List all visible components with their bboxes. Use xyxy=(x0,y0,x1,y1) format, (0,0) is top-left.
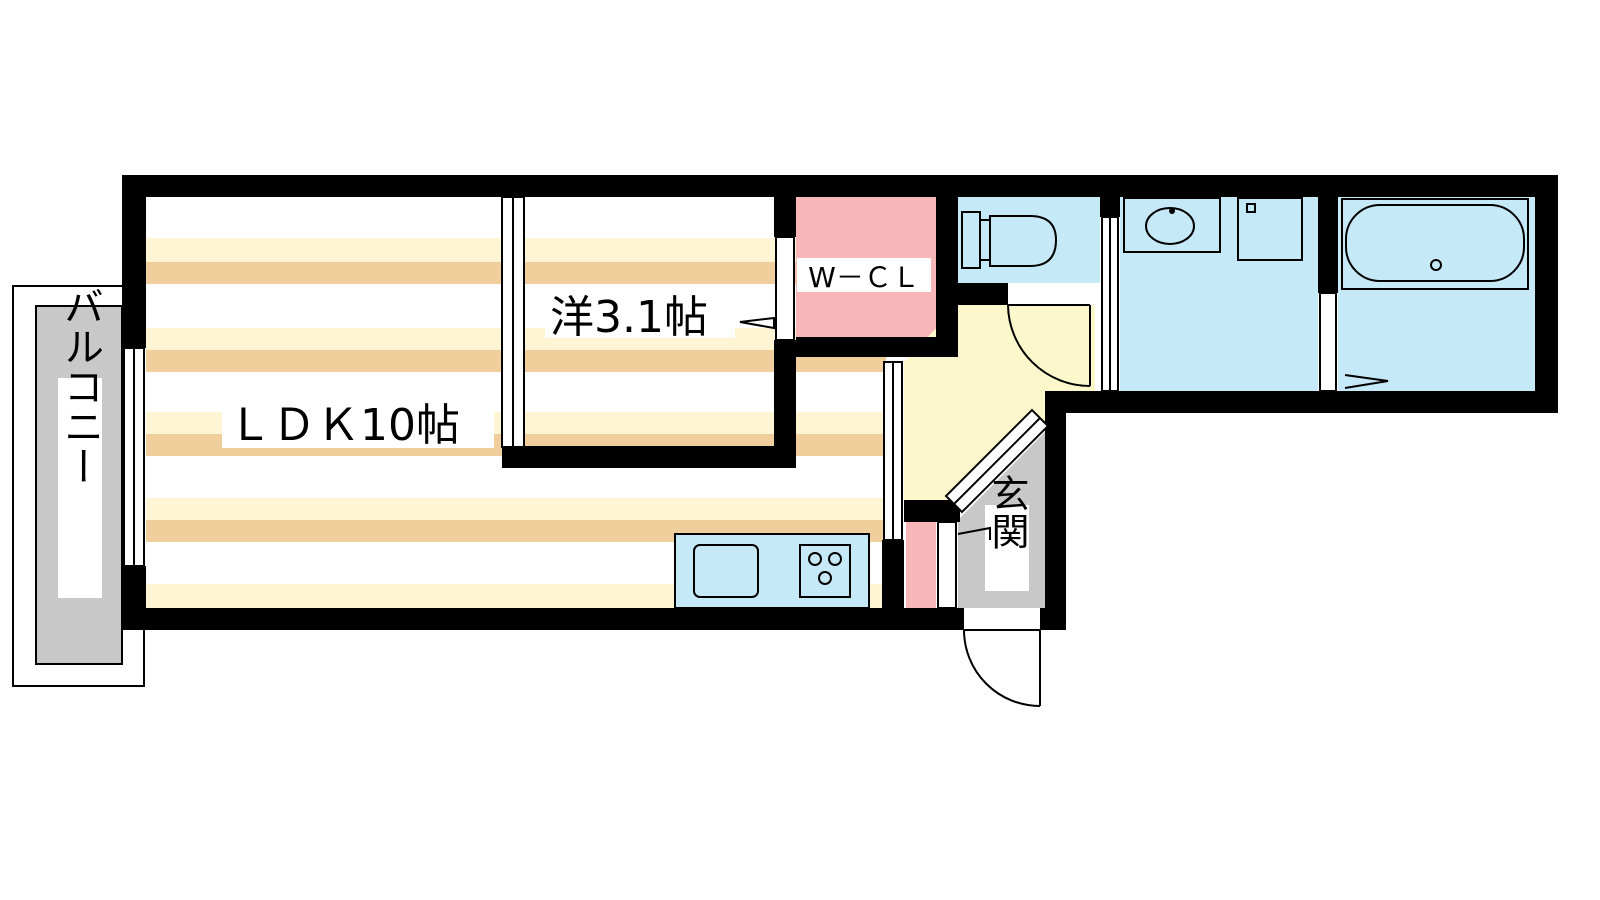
washbasin-icon xyxy=(1123,197,1221,253)
burner-icon xyxy=(818,571,832,585)
ldk-label-bg xyxy=(222,396,494,448)
walls xyxy=(122,175,1558,630)
balcony: バルコニー xyxy=(12,285,145,687)
bathroom-door xyxy=(1319,292,1337,392)
entrance-label-bg xyxy=(985,505,1029,591)
burner-icon xyxy=(808,552,822,566)
burner-icon xyxy=(828,552,842,566)
floor-stripe-light xyxy=(146,498,886,520)
entrance-step xyxy=(944,408,1050,514)
openings xyxy=(123,196,1337,609)
door-swings xyxy=(739,304,1389,707)
shoe-cabinet xyxy=(906,520,936,608)
wcl-label: W－ＣＬ xyxy=(808,261,920,294)
balcony-label-bg xyxy=(58,378,102,598)
kitchen-counter xyxy=(674,533,870,609)
ldk-label: ＬＤＫ10帖 xyxy=(228,400,460,451)
bathtub-icon xyxy=(1341,198,1529,290)
shoe-cabinet-door xyxy=(937,521,957,609)
western-label-bg xyxy=(545,284,735,338)
toilet-icon xyxy=(961,211,1058,269)
sink xyxy=(693,544,759,598)
closet-door xyxy=(775,236,795,341)
western-room-label: 洋3.1帖 xyxy=(550,292,708,343)
washing-machine-icon xyxy=(1237,197,1303,261)
wcl-label-bg xyxy=(797,258,931,292)
balcony-label: バルコニー xyxy=(57,286,103,486)
entrance-label: 玄関 xyxy=(985,474,1029,550)
